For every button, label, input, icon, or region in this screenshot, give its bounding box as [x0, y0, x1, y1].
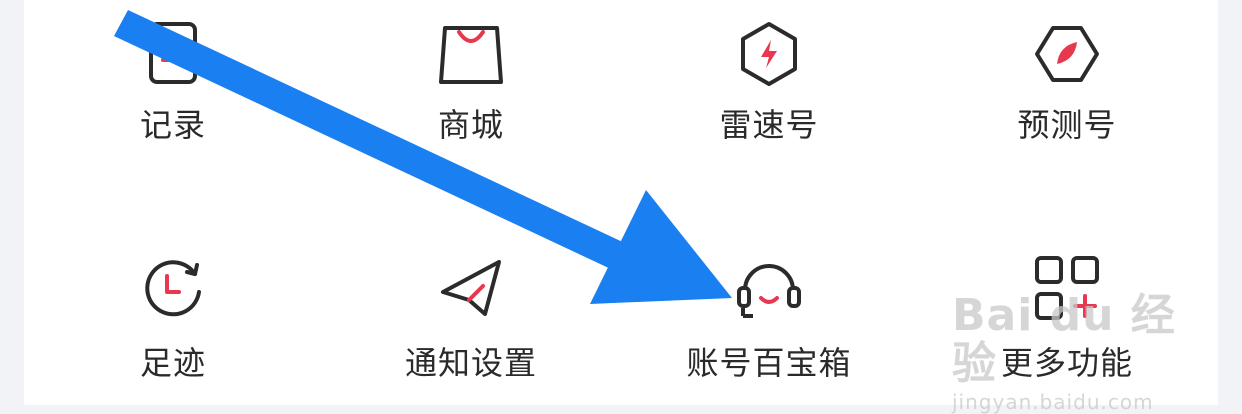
menu-item-label: 预测号 [1017, 106, 1117, 144]
menu-item-label: 记录 [139, 106, 206, 144]
leaf-hexagon-icon [1031, 18, 1103, 90]
menu-item-label: 通知设置 [404, 344, 537, 382]
menu-item-mall[interactable]: 商城 [322, 0, 620, 150]
menu-item-footprint[interactable]: 足迹 [24, 222, 322, 382]
menu-item-label: 雷速号 [719, 106, 819, 144]
menu-item-leisu[interactable]: 雷速号 [620, 0, 918, 150]
menu-item-notification-settings[interactable]: 通知设置 [322, 222, 620, 382]
tools-panel: 记录 商城 雷速号 预测号 [24, 0, 1218, 405]
menu-item-label: 商城 [437, 106, 504, 144]
menu-item-account-toolbox[interactable]: 账号百宝箱 [620, 222, 918, 382]
shopping-bag-icon [435, 18, 507, 90]
record-icon [137, 18, 209, 90]
paper-plane-icon [435, 252, 507, 324]
menu-item-label: 更多功能 [1000, 344, 1133, 382]
menu-item-more-functions[interactable]: 更多功能 [918, 222, 1216, 382]
headset-icon [733, 252, 805, 324]
history-clock-icon [137, 252, 209, 324]
menu-item-record[interactable]: 记录 [24, 0, 322, 150]
lightning-hexagon-icon [733, 18, 805, 90]
menu-item-label: 足迹 [139, 344, 206, 382]
grid-plus-icon [1031, 252, 1103, 324]
menu-item-label: 账号百宝箱 [686, 344, 852, 382]
menu-item-predict[interactable]: 预测号 [918, 0, 1216, 150]
